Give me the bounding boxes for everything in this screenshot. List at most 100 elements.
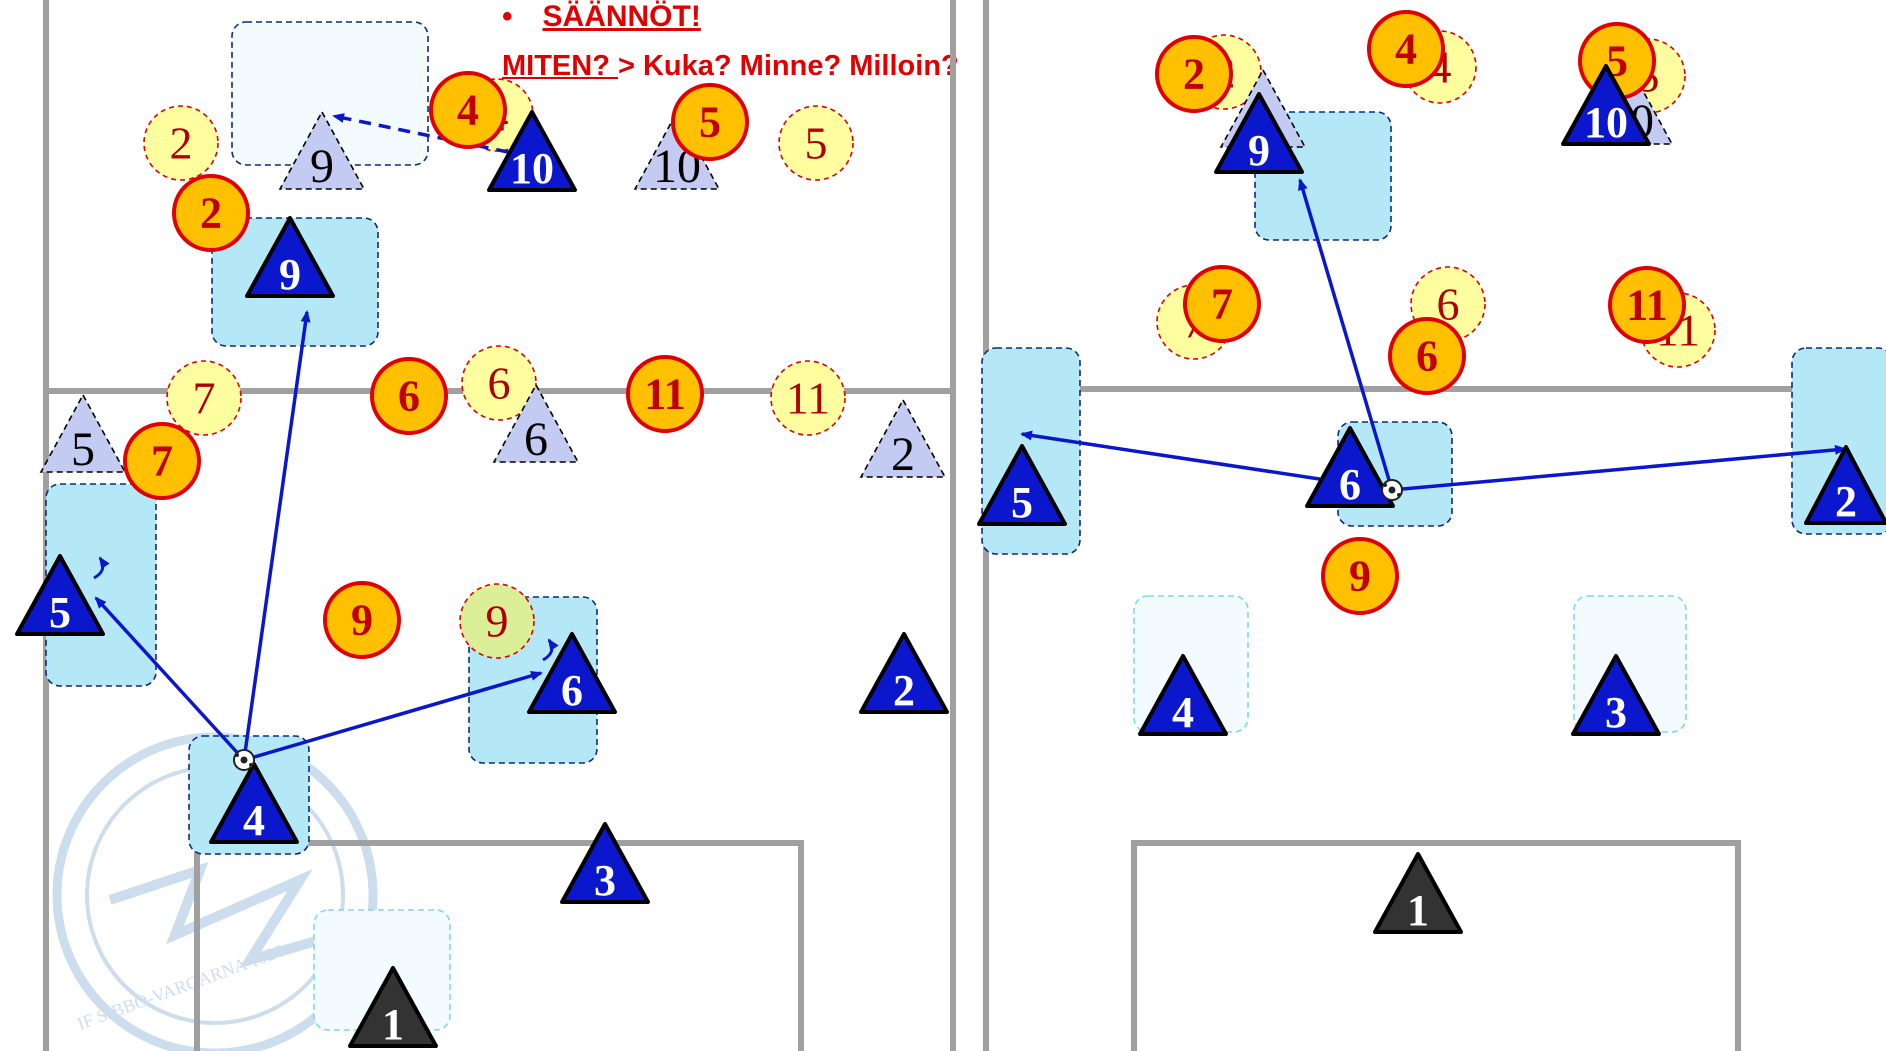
svg-text:9: 9 xyxy=(486,596,509,647)
goalkeeper-1-right: 1 xyxy=(1373,852,1463,935)
player-3: 3 xyxy=(560,822,650,905)
svg-text:3: 3 xyxy=(594,856,616,905)
player-4: 4 xyxy=(209,762,299,845)
pass-arrow-to-6 xyxy=(243,671,543,762)
ghost-player-5: 5 xyxy=(39,393,127,476)
ghost-player-2: 2 xyxy=(859,398,947,481)
turn-arrow-5 xyxy=(93,556,110,580)
svg-text:7: 7 xyxy=(193,373,216,424)
question-rest: > Kuka? Minne? Milloin? xyxy=(618,50,959,82)
opponent-7: 7 xyxy=(123,422,201,500)
svg-text:4: 4 xyxy=(457,86,479,135)
ghost-player-9: 9 xyxy=(278,110,366,193)
svg-text:9: 9 xyxy=(310,140,334,193)
player-10: 10 xyxy=(487,110,577,193)
soccer-ball-icon xyxy=(233,749,255,771)
ghost-markers-left: 2 4 5 7 6 11 9 9 10 5 6 2 xyxy=(39,78,947,659)
svg-text:6: 6 xyxy=(1339,460,1361,509)
soccer-ball-icon xyxy=(1381,479,1403,501)
opponent-2-right: 2 xyxy=(1155,35,1233,113)
svg-text:9: 9 xyxy=(279,250,301,299)
svg-text:2: 2 xyxy=(1835,477,1857,526)
svg-text:11: 11 xyxy=(1626,281,1668,330)
svg-text:7: 7 xyxy=(1211,280,1233,329)
player-4-right: 4 xyxy=(1138,654,1228,737)
rules-title: • SÄÄNNÖT! xyxy=(502,0,701,34)
player-3-right: 3 xyxy=(1571,654,1661,737)
title-text: SÄÄNNÖT! xyxy=(542,0,701,33)
opponents-right: 2 4 5 7 11 6 9 xyxy=(1155,10,1686,615)
svg-text:2: 2 xyxy=(893,666,915,715)
opponent-4-right: 4 xyxy=(1367,10,1445,88)
opponents-left: 4 5 2 6 11 7 9 xyxy=(123,71,749,659)
svg-text:1: 1 xyxy=(382,1000,404,1049)
zones-right xyxy=(981,111,1886,733)
svg-text:2: 2 xyxy=(200,189,222,238)
title-bullet: • xyxy=(502,0,513,33)
player-9-right: 9 xyxy=(1214,92,1304,175)
ghost-player-6: 6 xyxy=(492,383,580,466)
ghost-opponent-9: 9 xyxy=(459,583,535,659)
svg-text:5: 5 xyxy=(49,588,71,637)
svg-text:6: 6 xyxy=(398,372,420,421)
zone-keeper xyxy=(313,909,451,1031)
opponent-5: 5 xyxy=(671,83,749,161)
svg-text:4: 4 xyxy=(1395,25,1417,74)
players-right: 9 10 5 6 2 4 3 1 xyxy=(977,64,1886,935)
players-left: 10 9 5 6 2 4 3 1 xyxy=(15,110,949,1049)
question-line: MITEN? > Kuka? Minne? Milloin? xyxy=(502,50,959,83)
svg-text:6: 6 xyxy=(524,413,548,466)
pass-arrow-to-9 xyxy=(242,310,311,761)
svg-text:5: 5 xyxy=(71,423,95,476)
opponent-11-right: 11 xyxy=(1608,266,1686,344)
svg-text:5: 5 xyxy=(805,118,828,169)
goalkeeper-1: 1 xyxy=(348,966,438,1049)
pass-arrow-to-9-right xyxy=(1298,178,1394,491)
svg-text:5: 5 xyxy=(699,98,721,147)
svg-text:2: 2 xyxy=(1183,50,1205,99)
ghost-opponent-2: 2 xyxy=(143,105,219,181)
svg-text:6: 6 xyxy=(488,358,511,409)
svg-text:6: 6 xyxy=(561,666,583,715)
svg-text:6: 6 xyxy=(1416,332,1438,381)
ghost-opponent-6: 6 xyxy=(461,345,537,421)
pass-arrow-to-2-right xyxy=(1391,444,1847,492)
pass-arrow-to-5 xyxy=(94,596,246,762)
player-10-right: 10 xyxy=(1561,64,1651,147)
svg-text:7: 7 xyxy=(151,437,173,486)
svg-text:2: 2 xyxy=(891,428,915,481)
opponent-9-right: 9 xyxy=(1321,537,1399,615)
svg-text:6: 6 xyxy=(1437,279,1460,330)
opponent-11: 11 xyxy=(626,355,704,433)
turn-arrow-6 xyxy=(542,638,559,662)
svg-text:11: 11 xyxy=(786,373,830,424)
question-underlined: MITEN? xyxy=(502,50,618,82)
ghost-opponent-7: 7 xyxy=(166,360,242,436)
svg-text:9: 9 xyxy=(1349,552,1371,601)
opponent-7-right: 7 xyxy=(1183,265,1261,343)
ghost-opponent-11: 11 xyxy=(770,360,846,436)
player-2: 2 xyxy=(859,632,949,715)
svg-text:9: 9 xyxy=(1248,126,1270,175)
player-9: 9 xyxy=(245,216,335,299)
svg-text:4: 4 xyxy=(1172,688,1194,737)
opponent-4: 4 xyxy=(429,71,507,149)
svg-text:5: 5 xyxy=(1011,478,1033,527)
player-5: 5 xyxy=(15,554,105,637)
svg-text:2: 2 xyxy=(170,118,193,169)
player-6: 6 xyxy=(527,632,617,715)
player-5-right: 5 xyxy=(977,444,1067,527)
svg-text:9: 9 xyxy=(351,596,373,645)
opponent-9: 9 xyxy=(323,581,401,659)
svg-text:1: 1 xyxy=(1407,886,1429,935)
svg-text:10: 10 xyxy=(510,144,554,193)
svg-text:10: 10 xyxy=(1584,98,1628,147)
opponent-6-right: 6 xyxy=(1388,317,1466,395)
player-2-right: 2 xyxy=(1804,445,1886,526)
opponent-6: 6 xyxy=(370,357,448,435)
ghost-opponent-5: 5 xyxy=(778,105,854,181)
svg-text:4: 4 xyxy=(243,796,265,845)
player-6-right: 6 xyxy=(1305,426,1395,509)
svg-text:3: 3 xyxy=(1605,688,1627,737)
